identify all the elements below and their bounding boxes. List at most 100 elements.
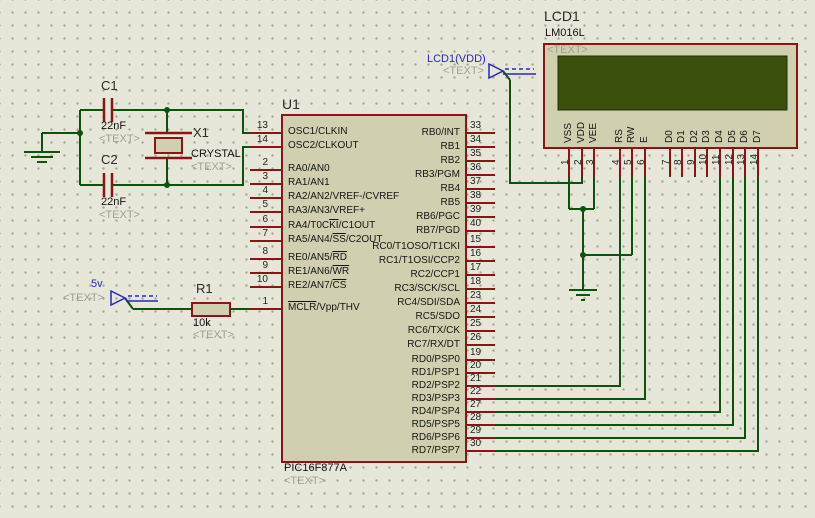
- wire-lcd-ground-net[interactable]: [568, 177, 633, 301]
- wire-d4[interactable]: [495, 177, 721, 413]
- lcd-pin-name-D0: D0: [664, 130, 675, 143]
- r1-value[interactable]: 10k: [193, 317, 211, 329]
- lcd-pin-name-E: E: [639, 136, 650, 143]
- pin-number-13: 13: [256, 120, 268, 131]
- u1-ref[interactable]: U1: [282, 96, 300, 112]
- pin-number-25: 25: [470, 318, 482, 329]
- pin-name-16: RC1/T1OSI/CCP2: [378, 255, 460, 266]
- chip-body-u1[interactable]: [281, 114, 467, 463]
- lcd1-ref[interactable]: LCD1: [544, 8, 580, 24]
- power-terminal-5v[interactable]: [110, 289, 127, 307]
- wire-rs[interactable]: [495, 177, 621, 387]
- pin-number-14: 14: [256, 134, 268, 145]
- junction-dot: [580, 206, 586, 212]
- pin-number-16: 16: [470, 248, 482, 259]
- lcd-pin-number-9: 9: [686, 159, 697, 165]
- lcd-pin-number-11: 11: [711, 154, 722, 165]
- x1-ref[interactable]: X1: [193, 125, 209, 140]
- wire-d7[interactable]: [495, 177, 759, 452]
- pin-name-27: RD4/PSP4: [411, 406, 460, 417]
- r1-ref[interactable]: R1: [196, 281, 213, 296]
- c2-text-placeholder[interactable]: <TEXT>: [99, 209, 140, 221]
- lcd-pin-name-D1: D1: [676, 130, 687, 143]
- pin-number-15: 15: [470, 234, 482, 245]
- pin-name-1: MCLR/Vpp/THV: [288, 302, 360, 313]
- c1-value[interactable]: 22nF: [101, 120, 127, 132]
- power-vdd-label[interactable]: LCD1(VDD): [427, 53, 486, 65]
- pin-name-29: RD6/PSP6: [411, 432, 460, 443]
- pin-name-23: RC4/SDI/SDA: [397, 297, 460, 308]
- pin-name-15: RC0/T1OSO/T1CKI: [372, 241, 460, 252]
- pin-number-34: 34: [470, 134, 482, 145]
- pin-name-13: OSC1/CLKIN: [288, 126, 348, 137]
- pin-name-20: RD1/PSP1: [411, 367, 460, 378]
- pin-name-2: RA0/AN0: [288, 163, 330, 174]
- pin-number-3: 3: [262, 171, 268, 182]
- power-vdd-text-placeholder[interactable]: <TEXT>: [443, 65, 484, 77]
- capacitor-plates-c2[interactable]: [102, 173, 114, 197]
- crystal-body-x1[interactable]: [154, 137, 183, 154]
- u1-text-placeholder[interactable]: <TEXT>: [284, 475, 325, 487]
- pin-number-5: 5: [262, 199, 268, 210]
- lcd-pin-name-RW: RW: [626, 126, 637, 143]
- lcd-pin-name-VDD: VDD: [576, 121, 587, 143]
- wire-d6[interactable]: [495, 177, 746, 439]
- wire-d5[interactable]: [495, 177, 734, 426]
- pin-number-21: 21: [470, 373, 482, 384]
- pin-number-7: 7: [262, 228, 268, 239]
- pin-name-19: RD0/PSP0: [411, 354, 460, 365]
- c2-value[interactable]: 22nF: [101, 196, 127, 208]
- lcd-pin-number-7: 7: [661, 159, 672, 165]
- lcd-pin-name-VEE: VEE: [588, 122, 599, 143]
- lcd1-value[interactable]: LM016L: [545, 27, 585, 39]
- wire-ground-net-left[interactable]: [24, 109, 103, 186]
- resistor-body-r1[interactable]: [191, 302, 231, 317]
- pin-number-20: 20: [470, 360, 482, 371]
- junction-dot: [77, 130, 83, 136]
- lcd-pin-number-2: 2: [573, 159, 584, 165]
- capacitor-plates-c1[interactable]: [102, 98, 114, 122]
- pin-number-6: 6: [262, 214, 268, 225]
- wire-vdd-net[interactable]: [502, 70, 583, 184]
- power-terminal-vdd[interactable]: [488, 62, 505, 80]
- pin-name-18: RC3/SCK/SCL: [394, 283, 460, 294]
- c1-ref[interactable]: C1: [101, 78, 118, 93]
- pin-name-8: RE0/AN5/RD: [288, 252, 347, 263]
- c2-ref[interactable]: C2: [101, 152, 118, 167]
- c1-text-placeholder[interactable]: <TEXT>: [99, 133, 140, 145]
- pin-name-33: RB0/INT: [421, 127, 460, 138]
- pin-name-37: RB4: [440, 183, 460, 194]
- lcd-pin-name-D3: D3: [701, 130, 712, 143]
- lcd-pin-name-D2: D2: [689, 130, 700, 143]
- power-5v-text-placeholder[interactable]: <TEXT>: [63, 292, 104, 304]
- wire-mclr-net[interactable]: [124, 297, 250, 310]
- wire-e[interactable]: [495, 177, 646, 400]
- pin-name-30: RD7/PSP7: [411, 445, 460, 456]
- lcd-pin-number-14: 14: [749, 153, 760, 165]
- x1-text-placeholder[interactable]: <TEXT>: [191, 161, 232, 173]
- lcd1-text-placeholder[interactable]: <TEXT>: [547, 44, 588, 56]
- x1-value[interactable]: CRYSTAL: [191, 148, 241, 160]
- lcd-pin-number-12: 12: [724, 153, 735, 165]
- pin-number-35: 35: [470, 148, 482, 159]
- pin-number-10: 10: [256, 274, 268, 285]
- lcd-pin-number-5: 5: [623, 159, 634, 165]
- crystal-plates-x1[interactable]: [145, 131, 192, 160]
- pin-number-8: 8: [262, 246, 268, 257]
- pin-name-36: RB3/PGM: [414, 169, 460, 180]
- wire-osc1-net[interactable]: [113, 109, 250, 134]
- lcd-pin-number-10: 10: [698, 153, 709, 165]
- r1-text-placeholder[interactable]: <TEXT>: [193, 329, 234, 341]
- wire-osc2-net[interactable]: [113, 146, 250, 186]
- pin-number-1: 1: [262, 296, 268, 307]
- power-5v-label[interactable]: 5v: [91, 278, 103, 290]
- lcd-pin-number-4: 4: [611, 159, 622, 165]
- pin-name-17: RC2/CCP1: [410, 269, 460, 280]
- pin-number-27: 27: [470, 399, 482, 410]
- pin-name-39: RB6/PGC: [416, 211, 460, 222]
- pin-number-33: 33: [470, 120, 482, 131]
- pin-number-23: 23: [470, 290, 482, 301]
- u1-value[interactable]: PIC16F877A: [284, 462, 347, 474]
